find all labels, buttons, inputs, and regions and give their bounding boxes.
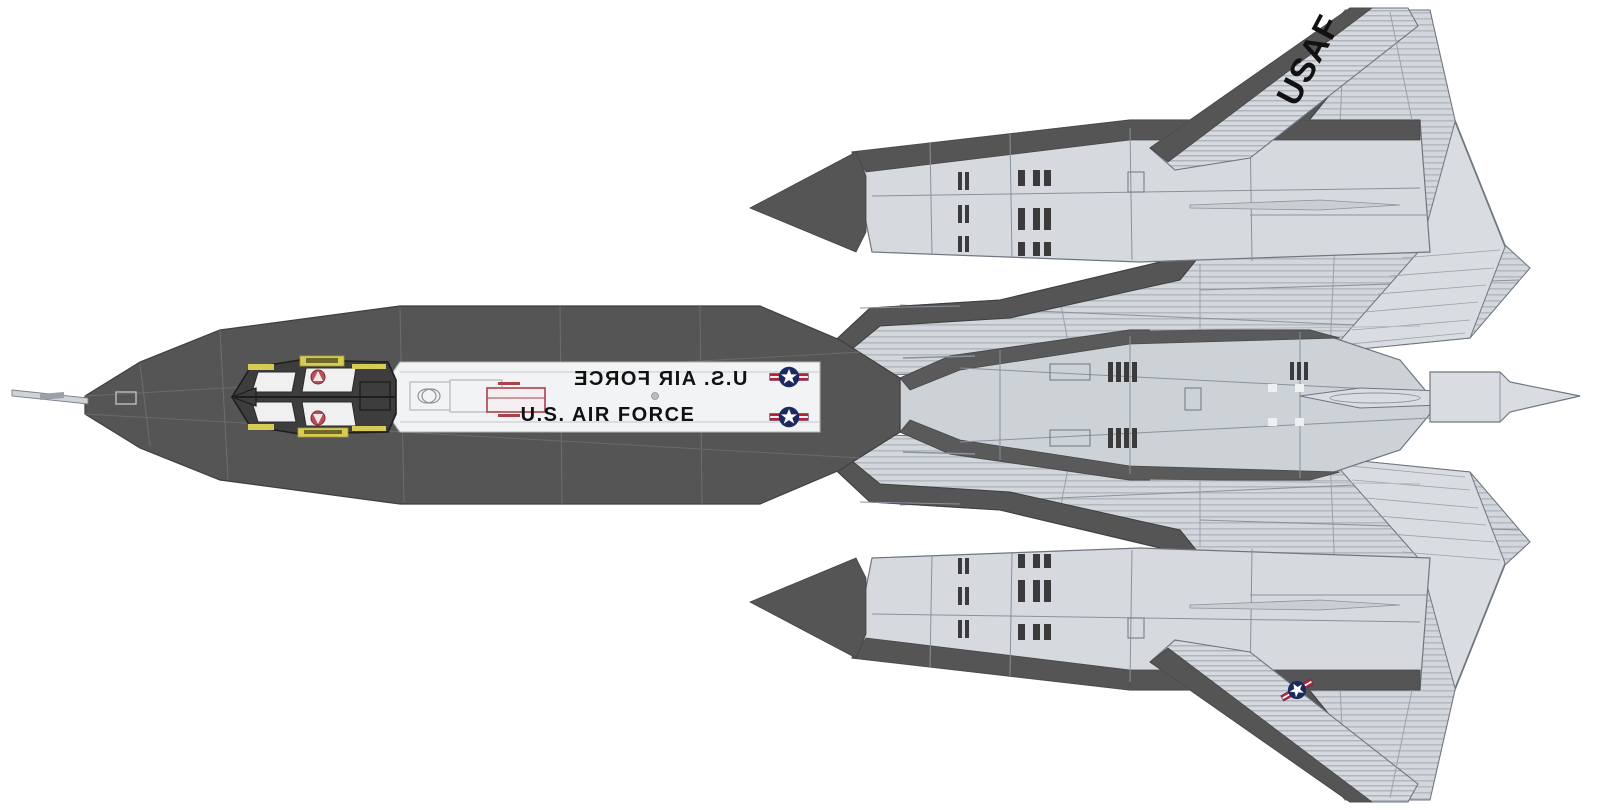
tail-cone bbox=[1429, 371, 1581, 423]
forward-ejection-warning bbox=[310, 369, 326, 385]
canopy-aft-stencil bbox=[297, 427, 349, 438]
centerbody-vent-group bbox=[1108, 362, 1308, 448]
fuselage-center-body bbox=[899, 329, 1471, 481]
right-elevon bbox=[1328, 120, 1506, 353]
canopy-forward-stencil bbox=[299, 355, 345, 367]
nacelle-vent-group bbox=[958, 170, 1051, 256]
left-vertical-stabilizer bbox=[1149, 639, 1419, 803]
canopy-side-stencils bbox=[248, 364, 386, 431]
aft-ejection-warning bbox=[310, 410, 326, 426]
fuselage-vent-dot bbox=[651, 392, 659, 400]
wing-surface-details bbox=[859, 305, 976, 505]
fuselage-marking-upper: U.S. AIR FORCE bbox=[573, 368, 748, 390]
nacelle-stripe-details bbox=[1149, 325, 1421, 485]
fuselage-marking-lower: U.S. AIR FORCE bbox=[521, 404, 696, 426]
nose-pitot-probe bbox=[11, 389, 89, 405]
nose-access-panel bbox=[115, 391, 137, 405]
left-elevon bbox=[1328, 457, 1506, 690]
centerbody-stencils bbox=[1268, 384, 1304, 426]
service-panel-outline bbox=[486, 382, 546, 417]
fuselage-gauge-icon bbox=[417, 388, 441, 404]
